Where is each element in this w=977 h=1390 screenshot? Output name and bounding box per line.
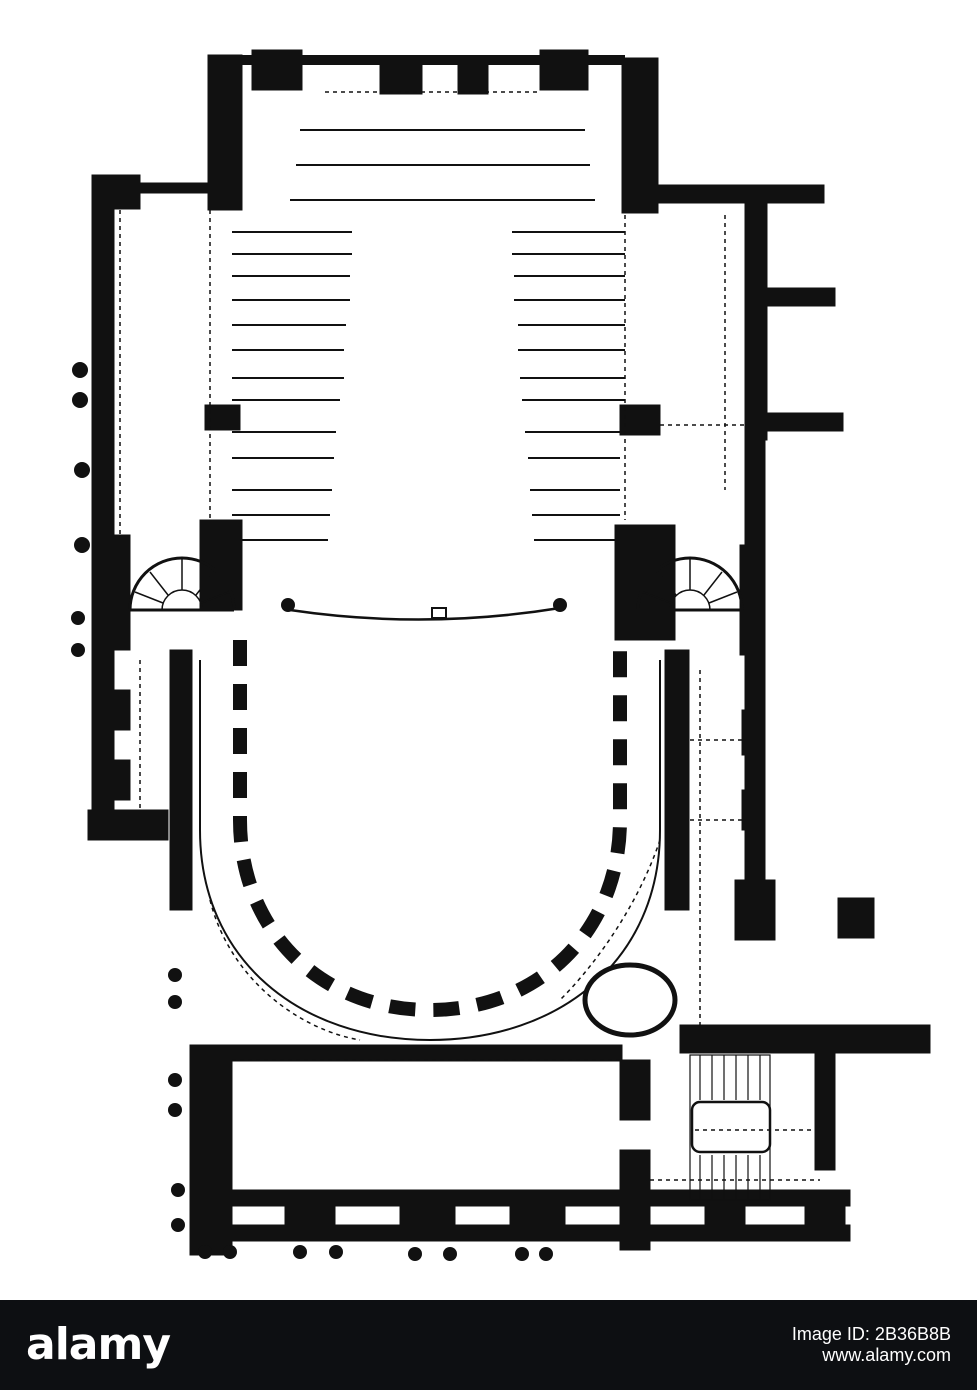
wing-wall [764,412,844,432]
foyer-wall-left [189,1044,233,1256]
stage-wall-left [207,54,243,211]
pier [734,879,776,941]
pier [284,1194,336,1241]
stage-back-wall [240,55,625,65]
dashed-outlines [119,91,820,1181]
stair-block-right [739,544,766,656]
stage-wall-right [621,57,659,214]
auditorium-inner-edge [199,660,661,1042]
outer-wall-left-lower [87,809,169,841]
wall-lower-right [679,1024,931,1054]
pier [204,404,241,431]
oval-vestibule [582,962,678,1038]
wall-top-left-return [139,182,211,194]
pier [251,49,303,91]
curtain-line [289,606,561,621]
pier [379,57,423,95]
pier [837,897,875,939]
prompter-box [431,607,447,619]
wall-top-left [91,174,141,210]
auditorium-outline [233,640,627,1018]
pier [704,1194,746,1241]
grand-staircase [689,1054,772,1201]
wall-top-right [655,184,825,204]
image-id-label: Image ID: 2B36B8B [791,1324,951,1344]
footer-bar: alamy Image ID: 2B36B8B www.alamy.com [0,1300,977,1390]
stage-floor-lines [290,129,595,201]
brand-logo[interactable]: alamy [26,1319,171,1370]
stair-spiral-right [636,556,744,612]
wing-lines-right [512,231,625,541]
ring-wall-left [169,649,193,911]
stair-block-left [99,534,131,651]
outer-wall-left [91,177,115,839]
wing-wall [764,287,836,307]
site-url[interactable]: www.alamy.com [822,1345,951,1365]
pier [804,1194,846,1241]
exterior-columns [71,362,567,1261]
pier [741,789,765,831]
pier [741,709,765,756]
ring-wall-right [664,649,690,911]
pier [99,689,131,731]
foyer-wall-right [619,1059,651,1121]
theatre-floor-plan [71,49,931,1261]
foyer-back-wall [231,1044,623,1062]
pier [457,57,489,95]
pier [539,49,589,91]
pier [509,1194,566,1241]
floor-plan-drawing [71,49,931,1261]
stair-spiral-left [128,556,236,612]
pier [399,1194,456,1241]
pier [99,759,131,801]
wing-lines-left [232,231,352,541]
outer-wall-right [744,199,768,441]
wall-lower-right-post [814,1049,836,1171]
pier [619,404,661,436]
image-reference: Image ID: 2B36B8B www.alamy.com [792,1324,951,1366]
